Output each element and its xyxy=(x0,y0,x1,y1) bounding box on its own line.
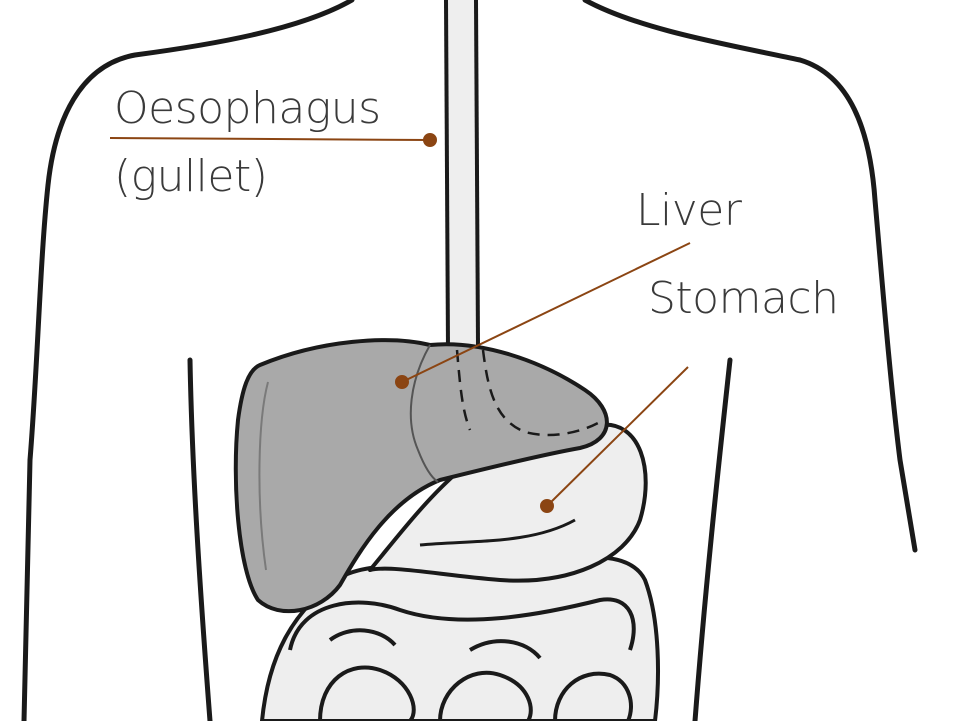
oesophagus-leader-dot xyxy=(423,133,437,147)
liver-inner-edge xyxy=(258,381,269,571)
oesophagus-hidden-right xyxy=(481,349,599,437)
right-shoulder-arm-outline xyxy=(582,0,918,553)
stomach-fold xyxy=(419,518,576,547)
gullet-label: (gullet) xyxy=(114,151,268,202)
liver-label: Liver xyxy=(636,185,742,236)
stomach-leader-line xyxy=(546,366,689,507)
leader-lines xyxy=(109,133,691,513)
liver-leader-line xyxy=(401,242,691,383)
small-intestine-loop-3 xyxy=(553,671,633,722)
left-shoulder-arm-outline xyxy=(21,0,355,724)
body-outline xyxy=(21,0,918,724)
liver-body xyxy=(233,338,609,614)
right-torso-side-outline xyxy=(692,357,733,724)
stomach-label: Stomach xyxy=(648,273,839,324)
liver xyxy=(233,338,609,614)
stomach-leader-dot xyxy=(540,499,554,513)
liver-lobe-line xyxy=(409,344,439,483)
liver-leader-dot xyxy=(395,375,409,389)
small-intestine-loop-1 xyxy=(318,665,416,723)
oesophagus-hidden-left xyxy=(455,349,472,431)
colon-coil xyxy=(288,597,636,651)
small-intestine-loop-5 xyxy=(468,639,542,660)
oesophagus-label: Oesophagus xyxy=(114,83,381,134)
oesophagus-leader-line xyxy=(109,137,431,141)
oesophagus-tube xyxy=(444,0,480,351)
left-torso-side-outline xyxy=(187,357,213,724)
small-intestine-loop-4 xyxy=(328,628,397,647)
small-intestine-loop-2 xyxy=(438,670,533,723)
